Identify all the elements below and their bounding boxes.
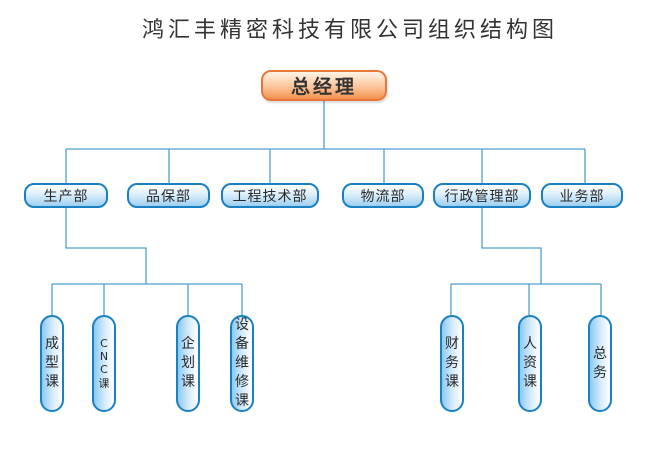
node-sec-molding[interactable]: 成型课 (40, 315, 64, 412)
node-dept-quality[interactable]: 品保部 (127, 183, 210, 208)
node-sec-planning[interactable]: 企划课 (176, 315, 200, 412)
chart-title: 鸿汇丰精密科技有限公司组织结构图 (141, 18, 558, 43)
node-label: 企划课 (181, 336, 195, 390)
node-dept-production[interactable]: 生产部 (24, 183, 108, 208)
connector-production-down (65, 208, 147, 284)
node-label: 设备维修课 (235, 317, 249, 409)
node-label: 业务部 (559, 188, 605, 205)
node-sec-finance[interactable]: 财务课 (440, 315, 464, 412)
node-sec-maintenance[interactable]: 设备维修课 (230, 315, 254, 412)
node-label: 成型课 (45, 336, 59, 390)
node-label: 工程技术部 (232, 188, 308, 205)
node-sec-general-affairs[interactable]: 总务 (588, 315, 612, 412)
node-dept-engineering[interactable]: 工程技术部 (221, 183, 319, 208)
node-label: 财务课 (445, 336, 459, 390)
node-label: 生产部 (43, 188, 89, 205)
node-label: 总经理 (290, 76, 357, 98)
node-dept-administration[interactable]: 行政管理部 (433, 183, 531, 208)
node-label: 人资课 (523, 336, 537, 390)
node-dept-logistics[interactable]: 物流部 (342, 183, 424, 208)
node-label: 行政管理部 (444, 188, 520, 205)
node-sec-hr[interactable]: 人资课 (518, 315, 542, 412)
node-general-manager[interactable]: 总经理 (261, 70, 387, 101)
node-label: 品保部 (146, 188, 191, 205)
node-label: 总务 (593, 345, 607, 381)
node-dept-sales[interactable]: 业务部 (541, 183, 623, 208)
connector-admin-down (481, 208, 542, 284)
node-label: 物流部 (360, 188, 406, 205)
